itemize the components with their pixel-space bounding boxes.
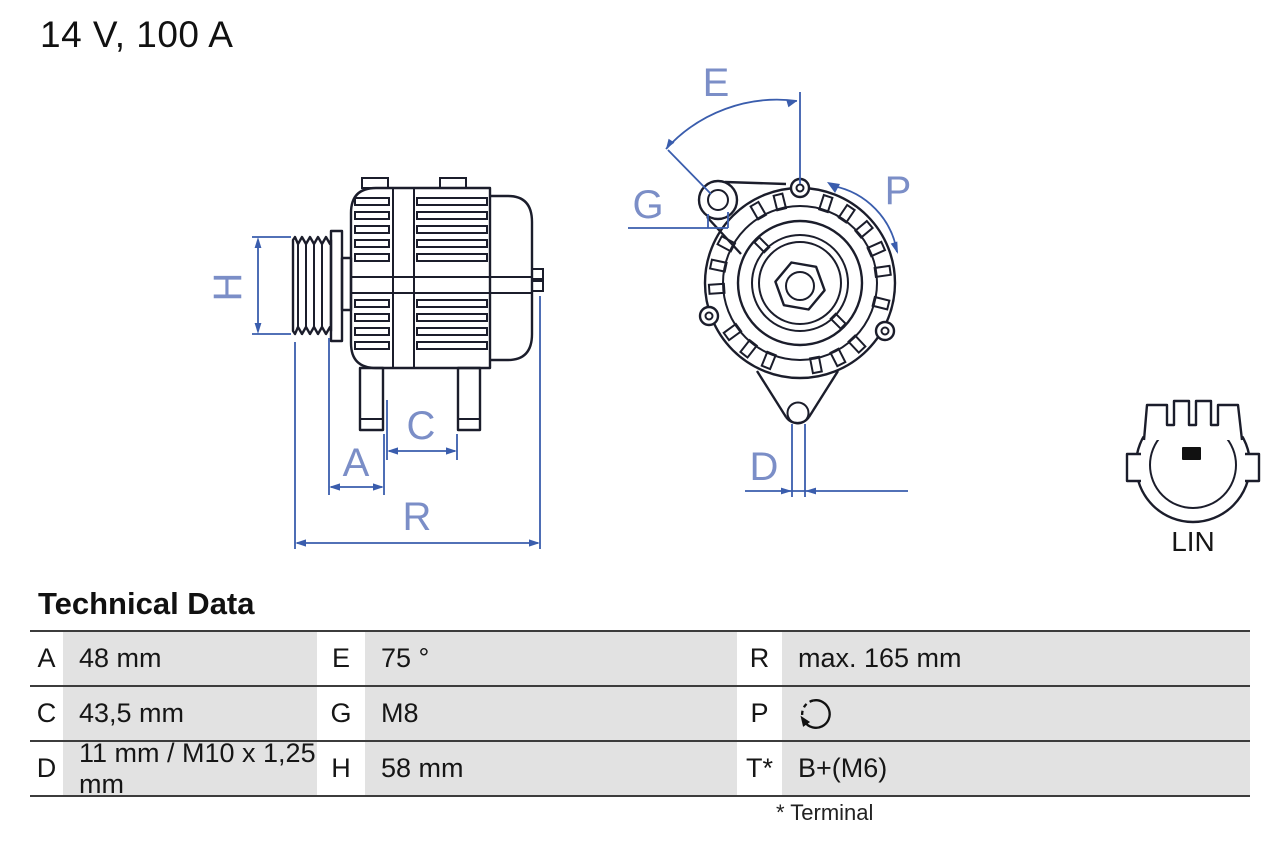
table-heading: Technical Data [38,586,255,621]
technical-data-table: A 48 mm E 75 ° R max. 165 mm C 43,5 mm G… [30,630,1250,799]
rotation-direction-cell [782,687,1250,742]
dimension-E: E [665,61,801,195]
dim-label-r: R [403,495,432,539]
technical-drawing: H A C [206,61,1261,557]
table-key: R [737,632,782,687]
table-key: E [317,632,365,687]
table-key: G [317,687,365,742]
dimension-G: G [628,183,729,229]
table-value: B+(M6) [782,742,1250,797]
table-key: T* [737,742,782,797]
dim-label-d: D [750,445,779,489]
alternator-side-view: H A C [206,177,544,549]
dimension-H: H [206,236,291,335]
rotation-direction-icon [800,698,831,729]
table-value: max. 165 mm [782,632,1250,687]
page-title: 14 V, 100 A [40,14,234,55]
table-value: 11 mm / M10 x 1,25 mm [63,738,317,799]
table-key: C [30,687,63,742]
alternator-front-view: E G P D [628,61,911,497]
dim-label-a: A [343,441,370,485]
dim-label-e: E [703,61,730,105]
table-value: 58 mm [365,742,737,797]
connector-pin [1182,447,1201,460]
dimension-P: P [827,169,911,254]
table-key: D [30,742,63,797]
table-value: 48 mm [63,632,317,687]
dimension-R: R [294,296,541,549]
dim-label-c: C [407,404,436,448]
dimension-A: A [328,338,385,495]
table-key: H [317,742,365,797]
table-key: P [737,687,782,742]
connector-label: LIN [1171,526,1215,557]
dim-label-p: P [885,169,912,213]
table-value: 43,5 mm [63,687,317,742]
dim-label-h: H [206,273,250,302]
table-value: 75 ° [365,632,737,687]
table-value: M8 [365,687,737,742]
terminal-footnote: * Terminal [776,800,874,825]
dimension-D: D [745,424,908,497]
dimension-C: C [386,400,458,460]
lin-connector: LIN [1125,396,1261,557]
table-key: A [30,632,63,687]
dim-label-g: G [632,183,663,227]
